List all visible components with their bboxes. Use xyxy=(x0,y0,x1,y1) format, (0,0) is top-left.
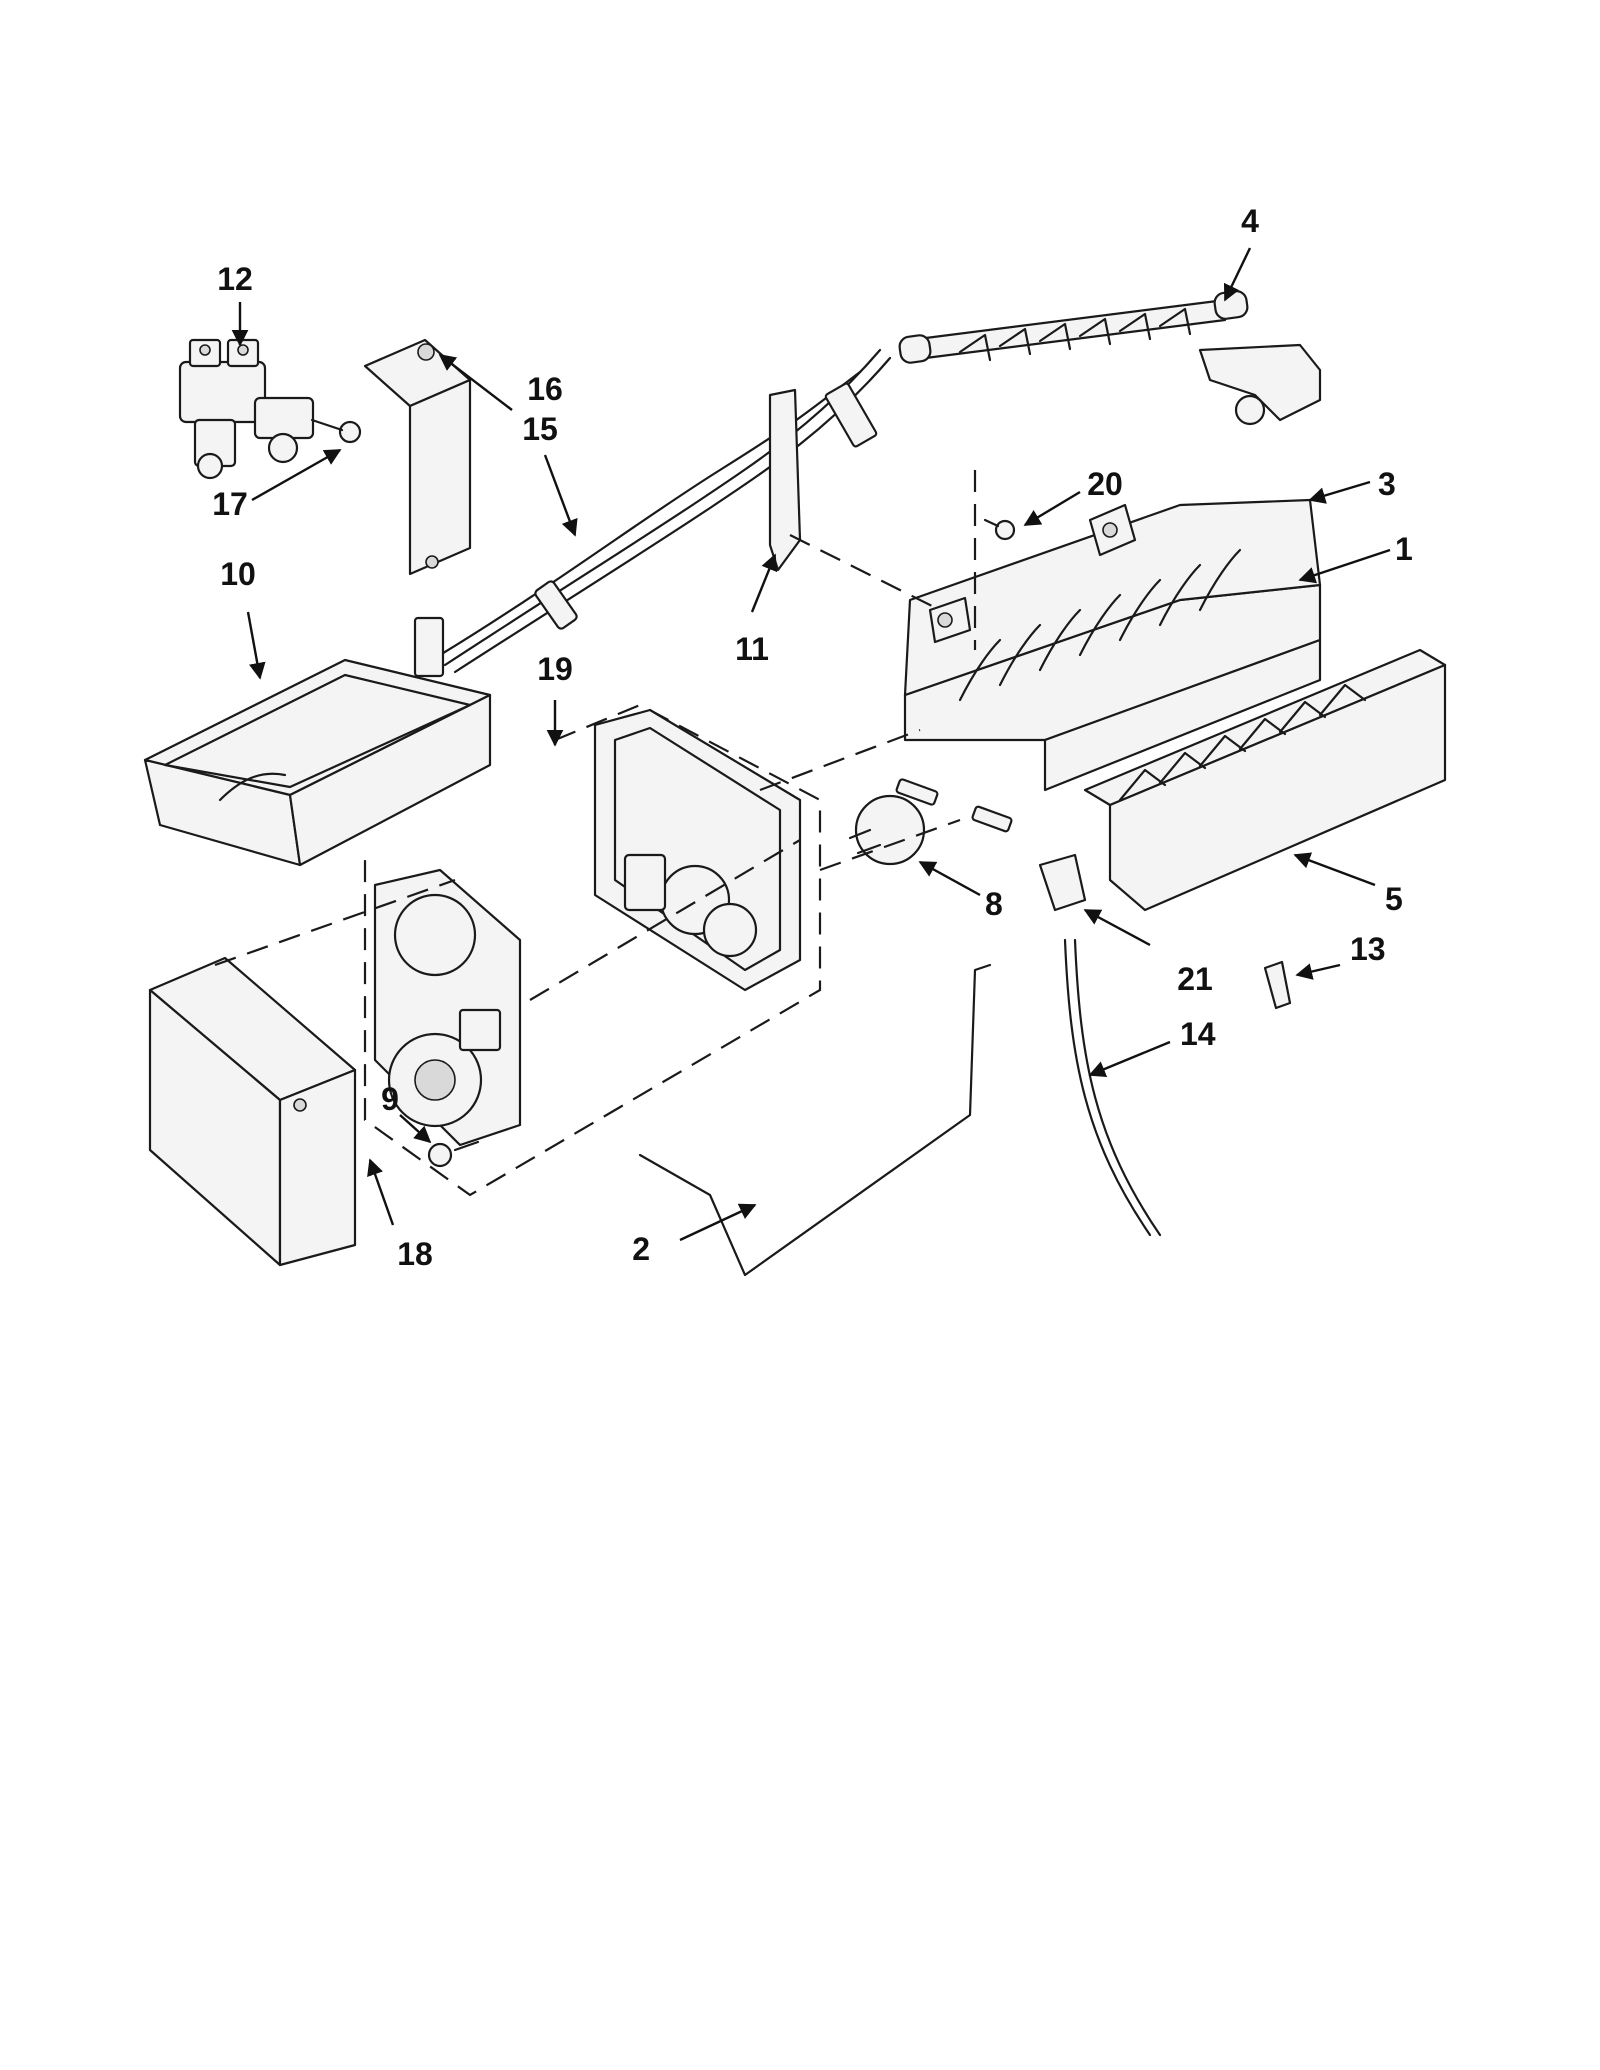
plug-part xyxy=(1263,960,1292,1010)
callout-9: 9 xyxy=(381,1081,399,1117)
motor-plate-part xyxy=(373,868,522,1147)
callout-14: 14 xyxy=(1180,1016,1216,1052)
callout-13: 13 xyxy=(1350,931,1386,967)
valve-screw-part xyxy=(310,418,362,444)
callout-2: 2 xyxy=(632,1231,650,1267)
callout-labels: 1 2 3 4 5 8 9 10 11 12 13 14 15 16 17 18… xyxy=(212,203,1413,1272)
leader-lines xyxy=(231,247,1391,1242)
module-assembly-part xyxy=(363,703,822,1197)
tube-clip-part xyxy=(1038,853,1087,912)
callout-16: 16 xyxy=(527,371,563,407)
ejector-part xyxy=(898,290,1249,364)
callout-19: 19 xyxy=(537,651,573,687)
ice-bin-part xyxy=(143,658,492,867)
mold-screw-part xyxy=(983,518,1016,541)
callout-10: 10 xyxy=(220,556,256,592)
callout-15: 15 xyxy=(522,411,558,447)
bracket-part xyxy=(363,338,472,576)
assembly-lines xyxy=(214,470,977,1001)
callout-1: 1 xyxy=(1395,531,1413,567)
callout-12: 12 xyxy=(217,261,253,297)
callout-18: 18 xyxy=(397,1236,433,1272)
clip-part xyxy=(768,388,802,572)
front-cover-part xyxy=(148,956,357,1267)
callout-21: 21 xyxy=(1177,961,1213,997)
wire-harness-part xyxy=(413,348,892,678)
water-valve-part xyxy=(178,338,315,480)
plate-screw-part xyxy=(427,1140,480,1168)
callout-20: 20 xyxy=(1087,466,1123,502)
callout-11: 11 xyxy=(735,631,769,667)
callout-4: 4 xyxy=(1241,203,1259,239)
callout-3: 3 xyxy=(1378,466,1396,502)
stripper-part xyxy=(1083,648,1447,912)
shutoff-arm-part xyxy=(638,963,992,1277)
callout-5: 5 xyxy=(1385,881,1403,917)
callout-17: 17 xyxy=(212,486,248,522)
thermostat-part xyxy=(848,778,1013,866)
fill-tube-part xyxy=(1063,938,1162,1237)
cover-part xyxy=(1198,343,1322,426)
callout-8: 8 xyxy=(985,886,1003,922)
mold-part xyxy=(903,498,1322,792)
